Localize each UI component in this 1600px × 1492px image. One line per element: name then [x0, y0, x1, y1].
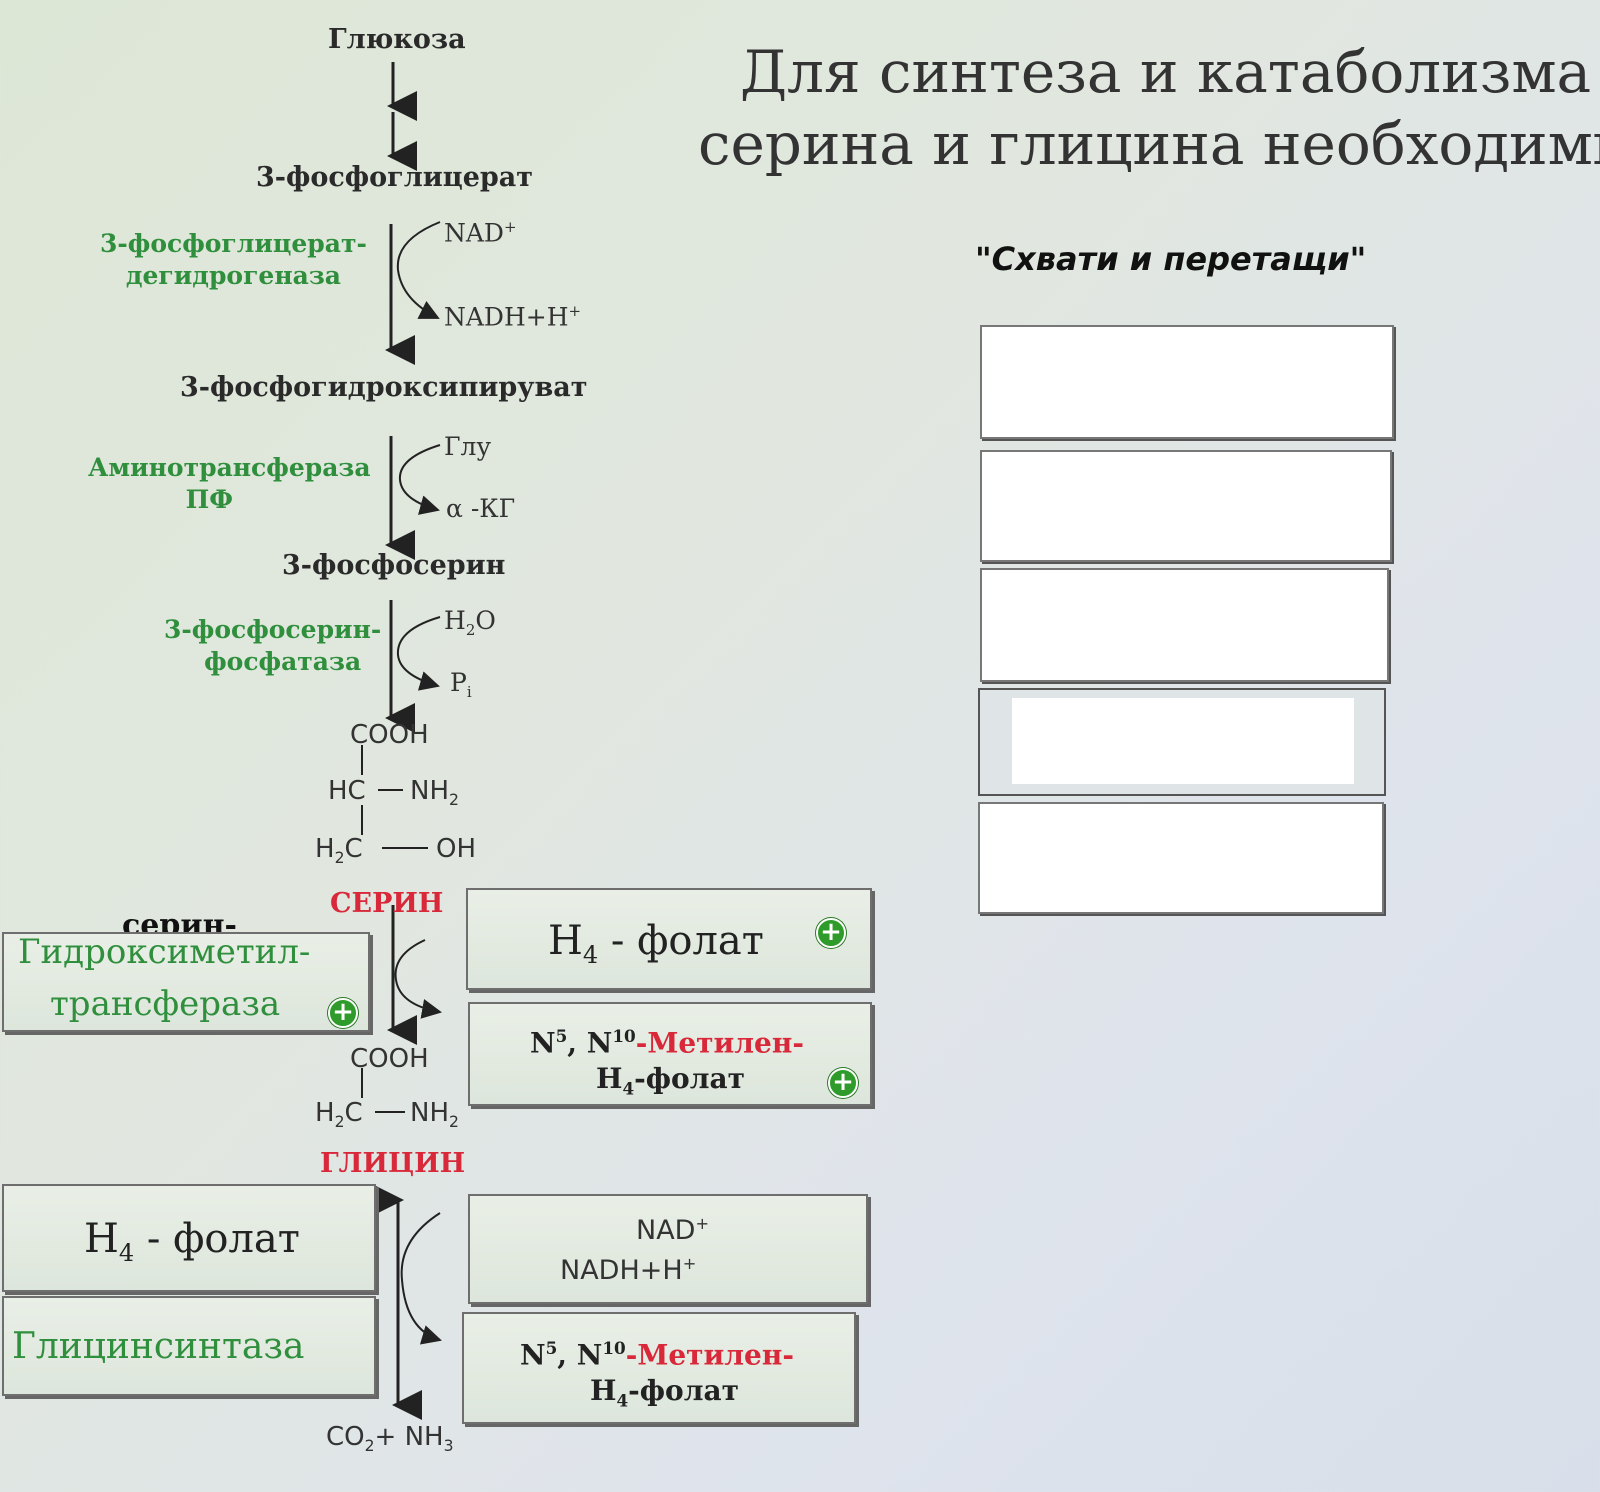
glycine-synthase-card[interactable]: Глицинсинтаза — [2, 1296, 376, 1396]
title-line-2: серина и глицина необходимы: — [698, 110, 1600, 178]
methylene-1-line-2: H4-фолат — [596, 1062, 745, 1099]
nadh-label: NADH+H+ — [444, 302, 582, 332]
shmt-line-1: Гидроксиметил- — [18, 932, 311, 972]
drop-slot-2[interactable] — [980, 450, 1392, 562]
drop-slot-3[interactable] — [980, 568, 1389, 682]
glycine-synthase-text: Глицинсинтаза — [12, 1326, 305, 1367]
akg-label: α -КГ — [446, 494, 516, 523]
enzyme-1-label: 3-фосфоглицерат- дегидрогеназа — [100, 229, 367, 290]
serine-hc: HC — [328, 776, 366, 806]
co2-nh3-label: CO2+ NH3 — [326, 1422, 454, 1456]
title-line-1: Для синтеза и катаболизма — [740, 38, 1592, 106]
serine-label: СЕРИН — [330, 888, 444, 919]
nadh-2-label: NADH+H+ — [560, 1254, 697, 1286]
3-phosphohydroxypyruvate-label: 3-фосфогидроксипируват — [180, 372, 588, 403]
methylene-folate-card-2[interactable]: N5, N10-Метилен- H4-фолат — [462, 1312, 856, 1424]
add-icon[interactable]: + — [816, 918, 846, 948]
h4-folate-1-text: H4 - фолат — [548, 918, 764, 969]
shmt-card[interactable]: Гидроксиметил- трансфераза + — [2, 932, 370, 1032]
glycine-cooh: COOH — [350, 1044, 429, 1074]
drop-slot-4[interactable] — [978, 688, 1386, 796]
methylene-2-line-1: N5, N10-Метилен- — [520, 1338, 794, 1372]
serine-nh2: NH2 — [410, 776, 459, 810]
drop-slot-1[interactable] — [980, 325, 1394, 439]
drop-slot-5[interactable] — [978, 802, 1384, 914]
serine-cooh: COOH — [350, 720, 429, 750]
h4-folate-2-text: H4 - фолат — [84, 1216, 300, 1267]
serine-h2c: H2C — [315, 834, 363, 868]
nad-label: NAD+ — [444, 218, 517, 248]
glu-label: Глу — [444, 432, 492, 461]
h2o-label: H2O — [444, 606, 496, 639]
serine-oh: OH — [436, 834, 477, 864]
drop-slot-4-inner — [1012, 698, 1354, 784]
h4-folate-card-2[interactable]: H4 - фолат — [2, 1184, 376, 1292]
nad-card[interactable]: NAD+ NADH+H+ — [468, 1194, 868, 1304]
add-icon[interactable]: + — [328, 998, 358, 1028]
glycine-nh2: NH2 — [410, 1098, 459, 1132]
nad-2-label: NAD+ — [636, 1214, 710, 1246]
3-phosphoserine-label: 3-фосфосерин — [282, 550, 506, 581]
enzyme-3-label: 3-фосфосерин- фосфатаза — [164, 615, 382, 676]
add-icon[interactable]: + — [828, 1068, 858, 1098]
enzyme-2-label: Аминотрансфераза ПФ — [88, 453, 371, 514]
3-phosphoglycerate-label: 3-фосфоглицерат — [256, 162, 533, 193]
glucose-label: Глюкоза — [328, 24, 466, 55]
drag-drop-hint: "Схвати и перетащи" — [975, 240, 1367, 278]
glycine-h2c: H2C — [315, 1098, 363, 1132]
methylene-folate-card-1[interactable]: N5, N10-Метилен- H4-фолат + — [468, 1002, 872, 1106]
methylene-2-line-2: H4-фолат — [590, 1374, 739, 1411]
pi-label: Pi — [450, 668, 472, 701]
shmt-line-2: трансфераза — [50, 984, 281, 1024]
glycine-label: ГЛИЦИН — [320, 1148, 466, 1179]
methylene-1-line-1: N5, N10-Метилен- — [530, 1026, 804, 1060]
h4-folate-card-1[interactable]: H4 - фолат + — [466, 888, 872, 990]
